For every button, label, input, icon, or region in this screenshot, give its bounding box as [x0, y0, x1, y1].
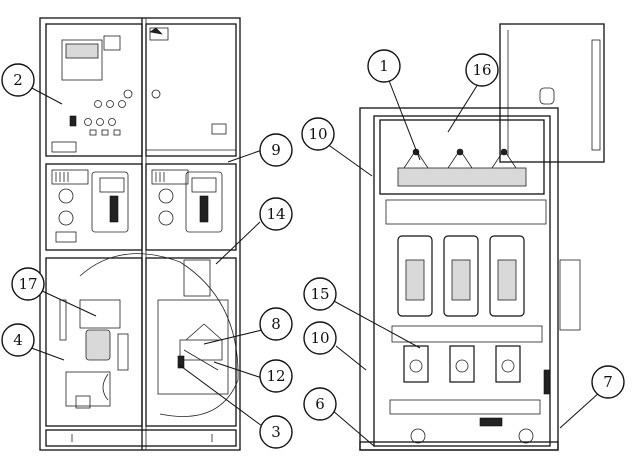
front-view-cabinet: [39, 17, 241, 451]
callout-label: 1: [379, 57, 389, 75]
callout-label: 10: [310, 329, 329, 347]
callout-label: 16: [472, 61, 491, 79]
callout-9: 9: [259, 133, 293, 167]
callout-6: 6: [303, 387, 337, 421]
callout-8: 8: [259, 307, 293, 341]
callout-label: 12: [266, 367, 285, 385]
callout-label: 14: [266, 205, 285, 223]
callout-label: 7: [603, 373, 613, 391]
callout-12: 12: [259, 359, 293, 393]
control-buttons: [69, 100, 126, 136]
callout-label: 4: [13, 331, 23, 349]
side-view-cabinet: [359, 23, 605, 451]
callout-2: 2: [1, 63, 35, 97]
callout-15: 15: [303, 277, 337, 311]
callout-10-front: 10: [303, 321, 337, 355]
relay-display: [61, 39, 103, 81]
lv-box-side: [499, 23, 605, 163]
callout-4: 4: [1, 323, 35, 357]
callout-3: 3: [259, 415, 293, 449]
busbar-insulators: [397, 148, 527, 187]
callout-16: 16: [465, 53, 499, 87]
callout-label: 6: [315, 395, 325, 413]
lv-compartment-door-right: [145, 23, 237, 157]
breaker-poles: [385, 199, 547, 317]
callout-17: 17: [11, 267, 45, 301]
callout-10-side: 10: [301, 117, 335, 151]
meter: [103, 35, 121, 51]
lv-compartment-door-left: [45, 23, 143, 157]
callout-1: 1: [367, 49, 401, 83]
leader-lines: [25, 77, 601, 447]
callout-label: 17: [18, 275, 37, 293]
callout-label: 2: [13, 71, 23, 89]
callout-label: 15: [310, 285, 329, 303]
callout-label: 8: [271, 315, 281, 333]
lower-contacts: [391, 325, 543, 383]
callout-7: 7: [591, 365, 625, 399]
callout-14: 14: [259, 197, 293, 231]
callout-label: 3: [271, 423, 281, 441]
callout-label: 10: [308, 125, 327, 143]
callout-label: 9: [271, 141, 281, 159]
